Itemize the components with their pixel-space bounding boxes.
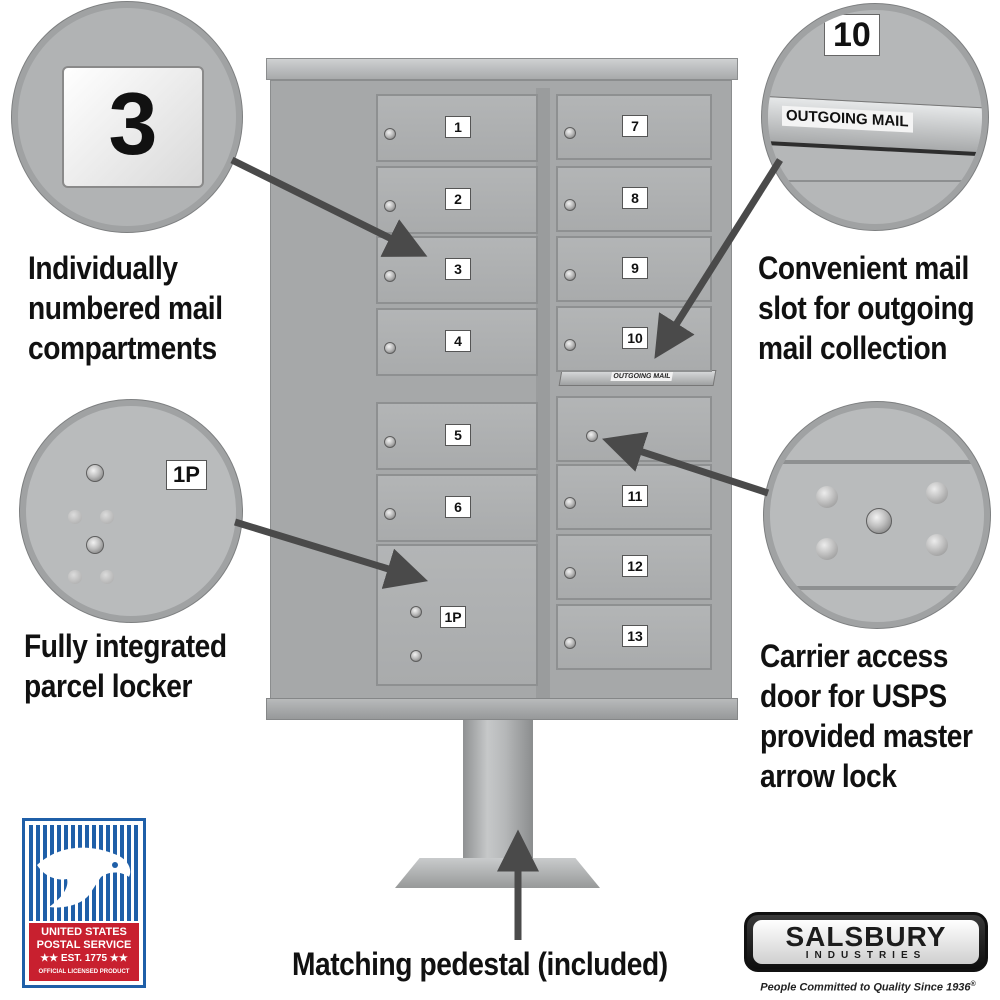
compartment-lock bbox=[564, 339, 576, 351]
caption-slot: Convenient mail slot for outgoing mail c… bbox=[758, 250, 975, 366]
unit-base bbox=[266, 698, 738, 720]
caption-pedestal: Matching pedestal (included) bbox=[292, 946, 668, 982]
compartment-door[interactable]: 4 bbox=[376, 308, 538, 376]
caption-carrier: Carrier access door for USPS provided ma… bbox=[760, 638, 973, 794]
compartment-lock bbox=[564, 567, 576, 579]
zoom-circle-carrier bbox=[764, 402, 990, 628]
compartment-door[interactable]: 6 bbox=[376, 474, 538, 542]
parcel-lock-2 bbox=[410, 650, 422, 662]
zoom-carrier-lock-icon bbox=[866, 508, 892, 534]
arrow-carrier bbox=[602, 431, 770, 497]
zoom-carrier-rivet bbox=[926, 534, 948, 556]
compartment-number: 8 bbox=[622, 187, 648, 209]
caption-parcel: Fully integrated parcel locker bbox=[24, 628, 227, 704]
compartment-lock bbox=[564, 199, 576, 211]
compartment-door[interactable]: 9 bbox=[556, 236, 712, 302]
usps-line4: OFFICIAL LICENSED PRODUCT bbox=[38, 969, 130, 975]
zoom-carrier-rivet bbox=[816, 486, 838, 508]
parcel-lock-1 bbox=[410, 606, 422, 618]
compartment-number: 3 bbox=[445, 258, 471, 280]
zoom-slot-number: 10 bbox=[824, 14, 880, 56]
compartment-door[interactable]: 1 bbox=[376, 94, 538, 162]
zoom-parcel-dot bbox=[68, 510, 82, 524]
unit-top-cap bbox=[266, 58, 738, 80]
compartment-number: 11 bbox=[622, 485, 648, 507]
compartment-lock bbox=[384, 270, 396, 282]
compartment-number: 9 bbox=[622, 257, 648, 279]
arrow-slot bbox=[654, 158, 783, 359]
compartment-number: 6 bbox=[445, 496, 471, 518]
usps-line2: POSTAL SERVICE bbox=[36, 939, 132, 951]
compartment-door[interactable]: 13 bbox=[556, 604, 712, 670]
zoom-circle-slot: 10 OUTGOING MAIL bbox=[762, 4, 988, 230]
arrow-parcel bbox=[233, 518, 429, 589]
zoom-number-text: 3 bbox=[108, 74, 158, 173]
zoom-carrier-edge bbox=[770, 586, 984, 590]
compartment-number: 12 bbox=[622, 555, 648, 577]
usps-red-band bbox=[29, 923, 139, 981]
carrier-lock bbox=[586, 430, 598, 442]
usps-eagle-icon bbox=[37, 847, 131, 908]
salsbury-logo: SALSBURY INDUSTRIES bbox=[744, 912, 988, 972]
compartment-lock bbox=[384, 200, 396, 212]
compartment-lock bbox=[564, 269, 576, 281]
compartment-lock bbox=[384, 508, 396, 520]
salsbury-name: SALSBURY bbox=[785, 921, 947, 952]
usps-line1: UNITED STATES bbox=[41, 926, 127, 938]
compartment-door[interactable]: 12 bbox=[556, 534, 712, 600]
compartment-number: 5 bbox=[445, 424, 471, 446]
salsbury-tagline: People Committed to Quality Since 1936® bbox=[760, 981, 976, 994]
zoom-circle-number: 3 bbox=[12, 2, 242, 232]
compartment-number: 1 bbox=[445, 116, 471, 138]
salsbury-inner: SALSBURY INDUSTRIES bbox=[753, 920, 979, 964]
salsbury-sub: INDUSTRIES bbox=[805, 950, 927, 961]
zoom-parcel-lock-2 bbox=[86, 536, 104, 554]
compartment-lock bbox=[564, 127, 576, 139]
compartment-number: 2 bbox=[445, 188, 471, 210]
compartment-number: 13 bbox=[622, 625, 648, 647]
zoom-slot-panel-line bbox=[768, 180, 982, 182]
zoom-parcel-dot bbox=[100, 510, 114, 524]
compartment-door[interactable]: 8 bbox=[556, 166, 712, 232]
compartment-number: 4 bbox=[445, 330, 471, 352]
zoom-circle-parcel: 1P bbox=[20, 400, 242, 622]
zoom-parcel-label: 1P bbox=[166, 460, 207, 490]
compartment-lock bbox=[384, 128, 396, 140]
parcel-label: 1P bbox=[440, 606, 466, 628]
compartment-lock bbox=[564, 637, 576, 649]
compartment-lock bbox=[564, 497, 576, 509]
usps-line3: ★★ EST. 1775 ★★ bbox=[40, 953, 128, 964]
compartment-lock bbox=[384, 436, 396, 448]
compartment-number: 7 bbox=[622, 115, 648, 137]
caption-numbered: Individually numbered mail compartments bbox=[28, 250, 223, 366]
zoom-carrier-rivet bbox=[816, 538, 838, 560]
zoom-parcel-dot bbox=[100, 570, 114, 584]
zoom-carrier-edge bbox=[770, 460, 984, 464]
zoom-parcel-dot bbox=[68, 570, 82, 584]
zoom-number-plate: 3 bbox=[62, 66, 204, 188]
center-divider bbox=[536, 88, 550, 698]
zoom-carrier-rivet bbox=[926, 482, 948, 504]
arrow-numbered bbox=[230, 156, 428, 257]
zoom-parcel-lock-1 bbox=[86, 464, 104, 482]
compartment-number: 10 bbox=[622, 327, 648, 349]
usps-licensed-logo: UNITED STATES POSTAL SERVICE ★★ EST. 177… bbox=[22, 818, 146, 988]
compartment-lock bbox=[384, 342, 396, 354]
compartment-door[interactable]: 5 bbox=[376, 402, 538, 470]
compartment-door[interactable]: 11 bbox=[556, 464, 712, 530]
compartment-door[interactable]: 7 bbox=[556, 94, 712, 160]
